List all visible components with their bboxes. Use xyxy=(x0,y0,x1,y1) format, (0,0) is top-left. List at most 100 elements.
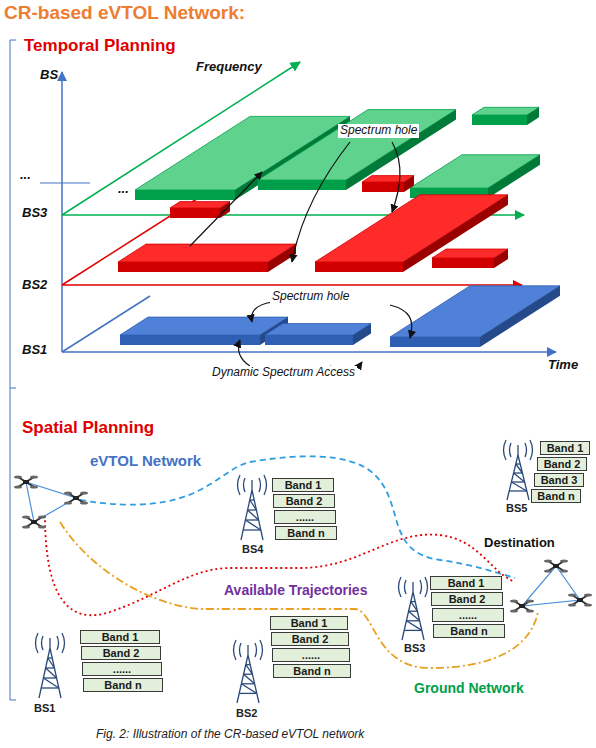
band-box: Band n xyxy=(531,489,581,503)
spectrum-slab xyxy=(118,244,296,272)
band-label: Band 1 xyxy=(285,479,322,491)
pointer-arrow xyxy=(392,142,400,212)
band-box: ...... xyxy=(432,608,504,622)
band-box: Band 2 xyxy=(537,457,587,471)
axis-line xyxy=(62,351,556,353)
annotation: Spectrum hole xyxy=(270,290,351,304)
pointer-arrow xyxy=(292,142,350,262)
band-label: ...... xyxy=(302,649,320,661)
pointer-arrow xyxy=(238,340,250,366)
band-label: ...... xyxy=(459,609,477,621)
drone-icon xyxy=(14,475,38,488)
swarm-link xyxy=(26,482,76,522)
pointer-arrow xyxy=(390,305,412,338)
bracket xyxy=(10,40,16,700)
band-box: Band 2 xyxy=(273,494,335,508)
band-box: Band 2 xyxy=(431,592,503,606)
band-label: Band n xyxy=(537,490,574,502)
tower-icon xyxy=(238,475,267,540)
band-label: Band n xyxy=(293,665,330,677)
station-label: BS1 xyxy=(34,702,55,715)
band-box: Band 1 xyxy=(430,576,502,590)
band-box: Band 1 xyxy=(540,441,590,455)
band-box: Band n xyxy=(275,526,337,540)
band-box: Band n xyxy=(83,678,163,692)
band-box: Band 1 xyxy=(80,630,160,644)
annotation: Spectrum hole xyxy=(338,124,419,138)
band-label: Band 1 xyxy=(547,442,584,454)
label-axis: BS xyxy=(40,68,58,83)
band-box: Band n xyxy=(433,624,505,638)
band-label: Band n xyxy=(287,527,324,539)
caption: Fig. 2: Illustration of the CR-based eVT… xyxy=(96,728,364,742)
section-heading: Temporal Planning xyxy=(24,36,176,56)
band-label: ...... xyxy=(113,663,131,675)
band-box: ...... xyxy=(82,662,162,676)
band-label: Band 1 xyxy=(291,617,328,629)
band-label: Band 1 xyxy=(102,631,139,643)
section-heading: Spatial Planning xyxy=(22,418,154,438)
band-box: Band 3 xyxy=(534,473,584,487)
swarm-link xyxy=(522,566,580,606)
tower-icon xyxy=(504,440,533,500)
tower-icon xyxy=(234,640,263,703)
spectrum-slab xyxy=(410,155,540,198)
group-label: eVTOL Network xyxy=(90,452,201,469)
spectrum-slab xyxy=(315,195,508,272)
band-box: ...... xyxy=(274,510,336,524)
pointer-arrow xyxy=(190,172,262,246)
pointer-arrow xyxy=(252,302,272,322)
band-label: Band 2 xyxy=(286,495,323,507)
ellipsis: ... xyxy=(118,182,129,197)
station-label: BS5 xyxy=(506,502,527,515)
group-label: Destination xyxy=(482,536,557,551)
trajectory-dashed xyxy=(80,456,515,578)
band-box: Band 2 xyxy=(81,646,161,660)
trajectory-dotted xyxy=(45,515,515,615)
spectrum-slab xyxy=(120,317,288,345)
station-label: BS3 xyxy=(404,642,425,655)
label-axis: BS2 xyxy=(22,278,47,293)
tower-icon xyxy=(399,577,428,640)
band-label: ...... xyxy=(296,511,314,523)
spectrum-slab xyxy=(265,323,371,345)
station-label: BS2 xyxy=(236,707,257,720)
spectrum-slab xyxy=(432,249,508,268)
station-label: BS4 xyxy=(242,543,263,556)
drone-icon xyxy=(544,559,568,572)
trajectory-dashdot xyxy=(60,522,538,668)
label-axis: BS3 xyxy=(22,206,47,221)
axis-line xyxy=(40,183,90,184)
tower-icon xyxy=(36,633,65,698)
band-label: Band n xyxy=(104,679,141,691)
band-label: Band 2 xyxy=(449,593,486,605)
label-axis: Time xyxy=(548,358,578,373)
title: CR-based eVTOL Network: xyxy=(4,2,245,24)
spectrum-slab xyxy=(170,202,230,218)
band-box: ...... xyxy=(272,648,350,662)
band-box: Band 1 xyxy=(270,616,348,630)
annotation: Dynamic Spectrum Access xyxy=(210,366,357,380)
label-axis: BS1 xyxy=(22,343,47,358)
group-label: Ground Network xyxy=(412,680,526,696)
drone-icon xyxy=(510,599,534,612)
band-box: Band 1 xyxy=(272,478,334,492)
band-label: Band 2 xyxy=(544,458,581,470)
label-axis: Frequency xyxy=(196,60,262,75)
drone-icon xyxy=(22,515,46,528)
axis-line xyxy=(62,284,522,286)
spectrum-slab xyxy=(472,107,539,125)
group-label: Available Trajectories xyxy=(222,582,369,598)
band-label: Band n xyxy=(450,625,487,637)
ellipsis: ... xyxy=(20,168,31,183)
drone-icon xyxy=(64,491,88,504)
band-label: Band 1 xyxy=(448,577,485,589)
band-label: Band 2 xyxy=(103,647,140,659)
drone-icon xyxy=(568,593,592,606)
spectrum-slab xyxy=(390,286,560,347)
band-box: Band n xyxy=(273,664,351,678)
spectrum-slab xyxy=(362,176,414,192)
band-label: Band 3 xyxy=(541,474,578,486)
band-box: Band 2 xyxy=(271,632,349,646)
axis-line xyxy=(61,72,63,352)
